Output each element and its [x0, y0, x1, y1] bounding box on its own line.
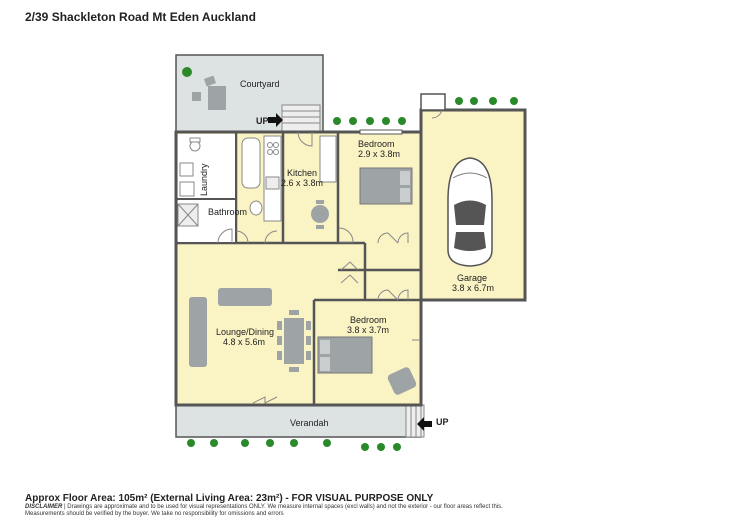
courtyard-steps: [281, 104, 321, 133]
floor-plan: Courtyard UP UP Laundry Bathroom Kitchen…: [174, 54, 527, 451]
verandah-steps: [405, 404, 425, 438]
label-lounge: Lounge/Dining: [216, 327, 274, 337]
label-bedroom1: Bedroom: [358, 139, 395, 149]
label-verandah: Verandah: [290, 418, 329, 428]
disclaimer-label: DISCLAIMER: [25, 504, 63, 510]
label-lounge-size: 4.8 x 5.6m: [223, 337, 265, 347]
label-laundry: Laundry: [199, 163, 209, 196]
label-bedroom2: Bedroom: [350, 315, 387, 325]
label-garage-size: 3.8 x 6.7m: [452, 283, 494, 293]
dining-chairs: [277, 310, 311, 372]
property-address: 2/39 Shackleton Road Mt Eden Auckland: [25, 10, 256, 24]
sofa-top: [218, 288, 272, 306]
bathtub: [241, 137, 261, 189]
label-up-bottom: UP: [436, 417, 449, 427]
label-bedroom1-size: 2.9 x 3.8m: [358, 149, 400, 159]
label-bedroom2-size: 3.8 x 3.7m: [347, 325, 389, 335]
verandah-area: [175, 404, 422, 438]
laundry-tub: [179, 162, 194, 177]
floor-area-note: Approx Floor Area: 105m² (External Livin…: [25, 493, 434, 504]
fridge: [319, 135, 337, 183]
car: [447, 157, 493, 267]
kitchen-table: [311, 205, 329, 223]
label-kitchen-size: 2.6 x 3.8m: [281, 178, 323, 188]
label-courtyard: Courtyard: [240, 79, 280, 89]
plants: [182, 67, 518, 451]
dining-table: [284, 318, 304, 364]
kitchen-sink: [265, 176, 280, 190]
window-bedroom1: [359, 129, 403, 135]
courtyard-table: [208, 86, 226, 110]
armchair: [387, 367, 417, 395]
label-garage: Garage: [457, 273, 487, 283]
washing-machine: [179, 181, 195, 197]
garage-entry: [420, 93, 446, 111]
arrow-up-top-icon: [268, 113, 283, 127]
label-up-top: UP: [256, 116, 269, 126]
basin: [249, 200, 263, 216]
label-bathroom: Bathroom: [208, 207, 247, 217]
disclaimer-line1: | Drawings are approximate and to be use…: [64, 504, 503, 510]
footer: Approx Floor Area: 105m² (External Livin…: [25, 493, 725, 518]
interior-walls: [176, 132, 421, 405]
disclaimer-line2: Measurements should be verified by the b…: [25, 511, 284, 517]
sofa-left: [189, 297, 207, 367]
label-kitchen: Kitchen: [287, 168, 317, 178]
disclaimer: DISCLAIMER | Drawings are approximate an…: [25, 504, 725, 518]
arrow-up-bottom-icon: [417, 417, 432, 431]
